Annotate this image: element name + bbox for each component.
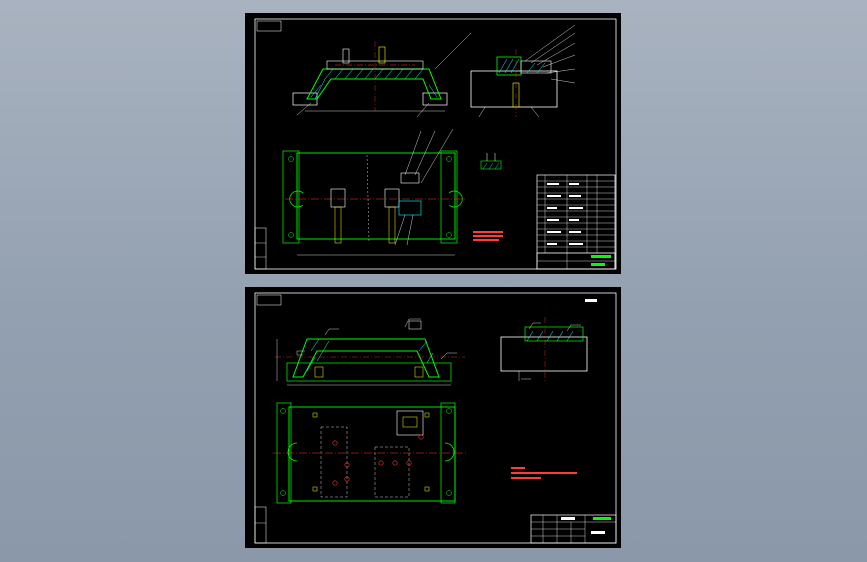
side-section-view [470,24,576,118]
surface-roughness-mark [585,299,597,302]
drawing-frame [254,18,617,270]
part-drawing [254,292,617,544]
front-section-view [292,32,472,118]
top-plan-view [282,128,467,256]
side-section-view [500,317,588,383]
title-block [530,514,617,544]
front-section-view [275,318,465,386]
technical-requirements-note [511,467,577,479]
assembly-drawing-sheet [245,13,621,274]
drawing-number-box [256,294,282,306]
drawing-number-box [256,20,282,32]
top-plan-view [273,402,467,504]
detail-view [480,153,502,170]
title-block [536,252,616,270]
side-binding-strip [254,506,267,544]
technical-requirements-note [473,231,503,241]
drawing-frame [254,292,617,544]
assembly-drawing [254,18,617,270]
side-binding-strip [254,227,267,270]
parts-list-table [536,174,616,270]
part-drawing-sheet [245,287,621,548]
